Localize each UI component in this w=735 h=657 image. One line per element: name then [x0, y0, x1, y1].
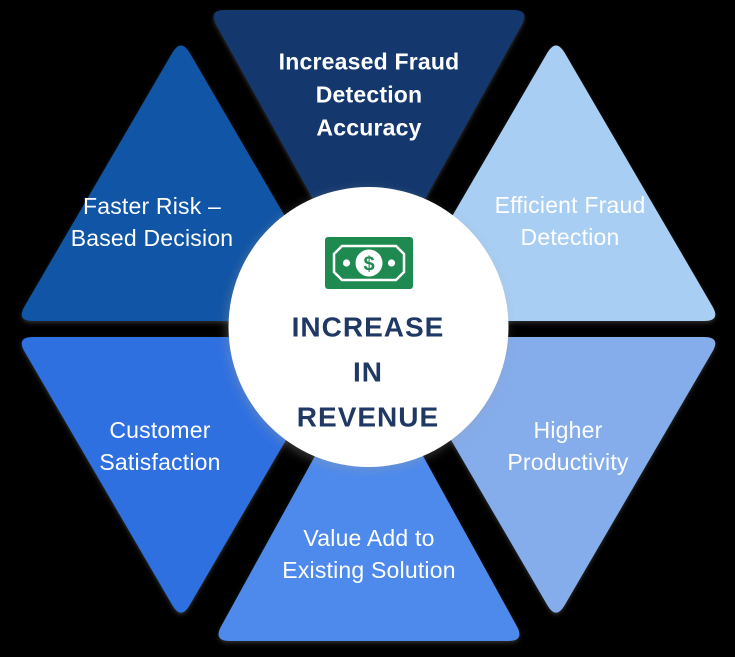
money-bill-coin-circle: [355, 249, 383, 277]
segment-efficient-fraud-detection-label: Efficient Fraud Detection: [494, 192, 646, 250]
center-circle: [228, 187, 509, 467]
segment-increased-fraud-detection-accuracy-label: Increased Fraud Detection Accuracy: [278, 48, 460, 141]
segment-higher-productivity-label: Higher Productivity: [507, 417, 629, 475]
money-bill-dot-right: [387, 259, 396, 267]
money-bill-frame: [332, 244, 406, 282]
center-circle-shape: [228, 187, 509, 467]
money-bill-icon: $: [325, 237, 413, 289]
money-bill-dot-left: [342, 259, 351, 267]
segment-value-add-to-existing-solution-label: Value Add to Existing Solution: [282, 525, 456, 583]
dollar-sign: $: [363, 254, 374, 276]
segment-customer-satisfaction-label: Customer Satisfaction: [99, 417, 221, 475]
segment-value-add-to-existing-solution-shape: [218, 365, 520, 641]
segment-faster-risk-based-decision-label: Faster Risk – Based Decision: [70, 193, 234, 251]
segment-increased-fraud-detection-accuracy-shape: [213, 10, 525, 293]
center-title: INCREASE IN REVENUE: [291, 311, 445, 433]
